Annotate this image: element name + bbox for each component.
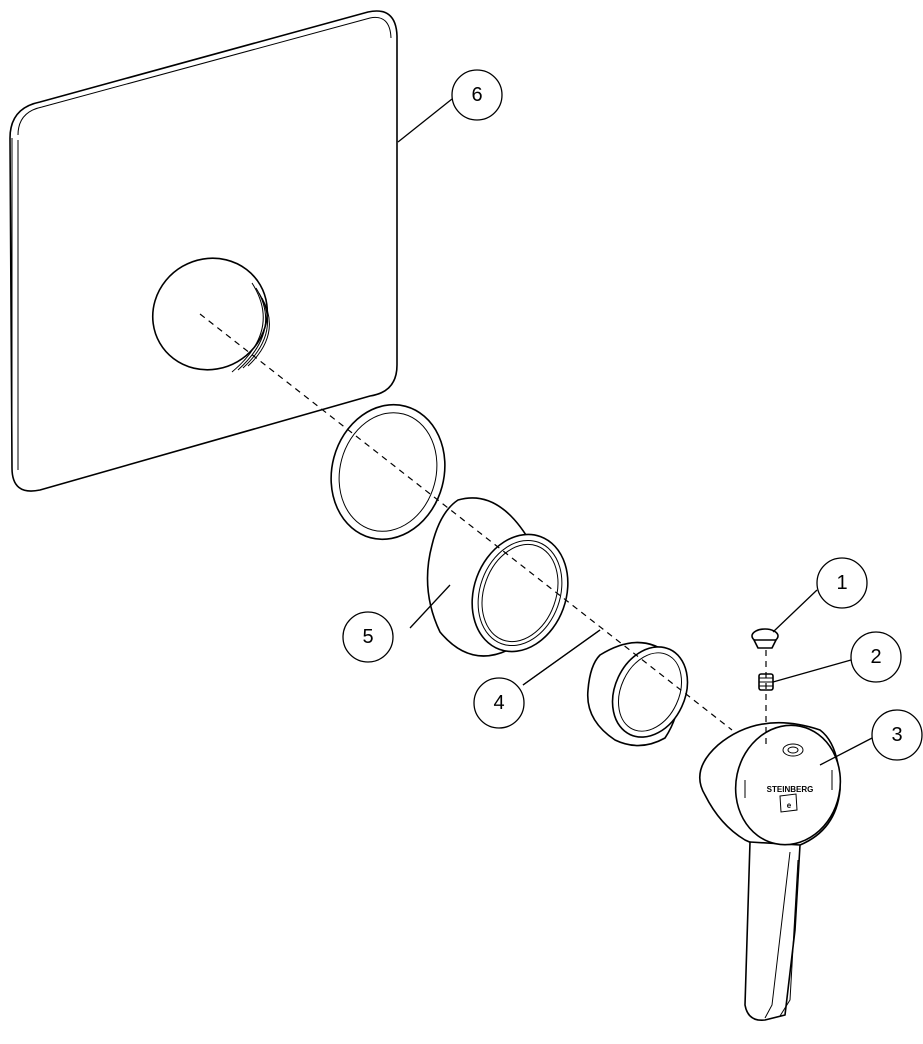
callout-6: 6 (451, 69, 503, 121)
brand-logo-mark: e (787, 801, 792, 810)
callout-3-number: 3 (891, 724, 902, 746)
part-4-bezel-ring (586, 641, 689, 747)
assembly-axes (199, 313, 767, 744)
callout-1-number: 1 (836, 572, 847, 594)
callout-2: 2 (850, 631, 902, 683)
brand-logo-text: STEINBERG (767, 785, 814, 794)
part-1-cap (751, 628, 779, 649)
callout-5: 5 (342, 611, 394, 663)
callout-4-number: 4 (493, 692, 504, 714)
callout-1: 1 (816, 557, 868, 609)
callout-4: 4 (473, 677, 525, 729)
part-6-cover-plate (9, 10, 398, 492)
callout-3: 3 (871, 709, 923, 761)
callout-5-number: 5 (362, 626, 373, 648)
callout-2-number: 2 (870, 646, 881, 668)
part-3-lever-handle: STEINBERG e (698, 721, 842, 1022)
callout-6-number: 6 (471, 84, 482, 106)
leader-lines (397, 98, 875, 766)
part-5-sleeve (426, 497, 569, 657)
